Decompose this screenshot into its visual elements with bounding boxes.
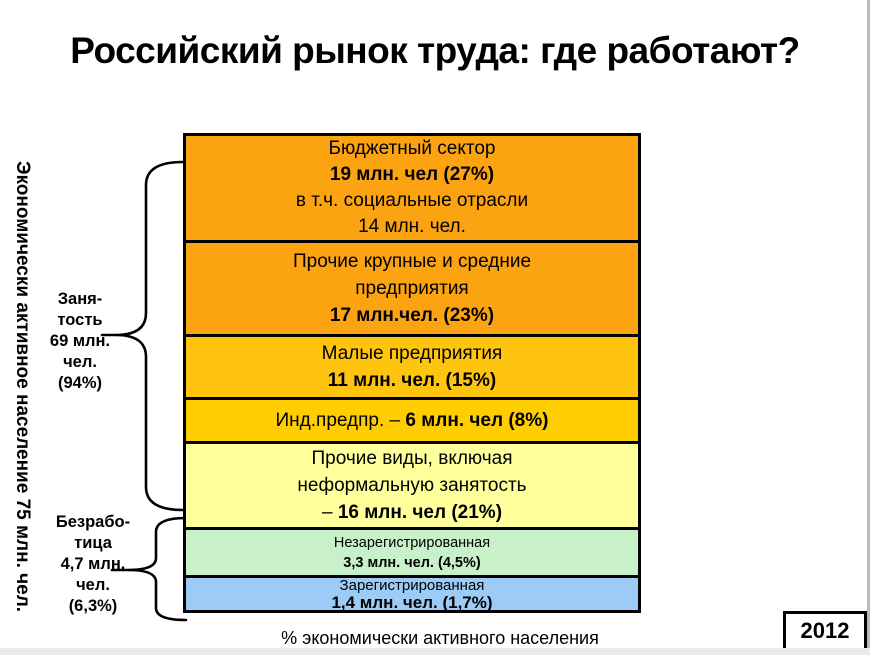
segment-text-line: Незарегистрированная [186, 533, 638, 553]
segment-text: Бюджетный сектор [328, 138, 496, 159]
segment-text-line: – 16 млн. чел (21%) [186, 499, 638, 526]
segment-text-line: Зарегистрированная [186, 578, 638, 594]
employment-group-label: Заня- тость 69 млн. чел. (94%) [49, 290, 111, 392]
stacked-bar: Бюджетный сектор 19 млн. чел (27%) в т.ч. … [183, 133, 641, 613]
segment-text-line: 17 млн.чел. (23%) [186, 302, 638, 329]
segment-text: 17 млн.чел. (23%) [329, 305, 495, 326]
segment-text: 1,4 млн. чел. (1,7%) [331, 593, 493, 610]
segment-text-line: 3,3 млн. чел. (4,5%) [186, 553, 638, 573]
bar-segment-small-enterprises: Малые предприятия 11 млн. чел. (15%) [186, 337, 638, 400]
unemployment-brace [110, 516, 188, 622]
segment-text: 19 млн. чел (27%) [329, 164, 495, 185]
bar-segment-budget-sector: Бюджетный сектор 19 млн. чел (27%) в т.ч. … [186, 136, 638, 243]
segment-text-line: 14 млн. чел. [186, 214, 638, 240]
segment-text: Зарегистрированная [339, 578, 485, 594]
x-axis-caption: % экономически активного населения [281, 628, 599, 648]
segment-text: неформальную занятость [297, 475, 527, 496]
year-badge: 2012 [783, 611, 867, 651]
segment-text: Прочие виды, включая [311, 448, 513, 469]
segment-text: предприятия [355, 278, 469, 299]
segment-text: – [321, 502, 338, 523]
segment-text-line: Бюджетный сектор [186, 136, 638, 162]
segment-text: 16 млн. чел (21%) [337, 502, 503, 523]
segment-text-line: Малые предприятия [186, 340, 638, 367]
segment-text-line: 19 млн. чел (27%) [186, 162, 638, 188]
segment-text-line: неформальную занятость [186, 472, 638, 499]
bar-segment-individual-entrepreneurs: Инд.предпр. – 6 млн. чел (8%) [186, 400, 638, 444]
segment-text: 3,3 млн. чел. (4,5%) [343, 554, 481, 571]
segment-text: 6 млн. чел (8%) [405, 409, 549, 431]
window-edge-bottom [0, 648, 870, 655]
segment-text-line: Прочие крупные и средние [186, 248, 638, 275]
bar-segment-other-informal-employment: Прочие виды, включая неформальную занятос… [186, 444, 638, 530]
segment-text: Прочие крупные и средние [292, 251, 532, 272]
unemployment-group-label: Безрабо- тица 4,7 млн. чел. (6,3%) [55, 513, 131, 615]
page-title: Российский рынок труда: где работают? [70, 30, 800, 71]
bar-segment-large-medium-enterprises: Прочие крупные и средние предприятия 17 мл… [186, 243, 638, 337]
employment-brace [100, 160, 185, 512]
segment-text: 11 млн. чел. (15%) [327, 370, 497, 391]
segment-text-line: 11 млн. чел. (15%) [186, 367, 638, 394]
segment-text-line: 1,4 млн. чел. (1,7%) [186, 594, 638, 610]
segment-text: Незарегистрированная [333, 534, 491, 551]
segment-text-line: Инд.предпр. – 6 млн. чел (8%) [186, 408, 638, 434]
segment-text: 14 млн. чел. [358, 216, 466, 237]
segment-text: Малые предприятия [321, 343, 503, 364]
segment-text: Инд.предпр. – [275, 409, 406, 431]
segment-text-line: Прочие виды, включая [186, 445, 638, 472]
segment-text: в т.ч. социальные отрасли [295, 190, 529, 211]
bar-segment-unregistered-unemployment: Незарегистрированная 3,3 млн. чел. (4,5%) [186, 530, 638, 578]
segment-text-line: предприятия [186, 275, 638, 302]
window-edge-right [867, 0, 870, 655]
segment-text-line: в т.ч. социальные отрасли [186, 188, 638, 214]
